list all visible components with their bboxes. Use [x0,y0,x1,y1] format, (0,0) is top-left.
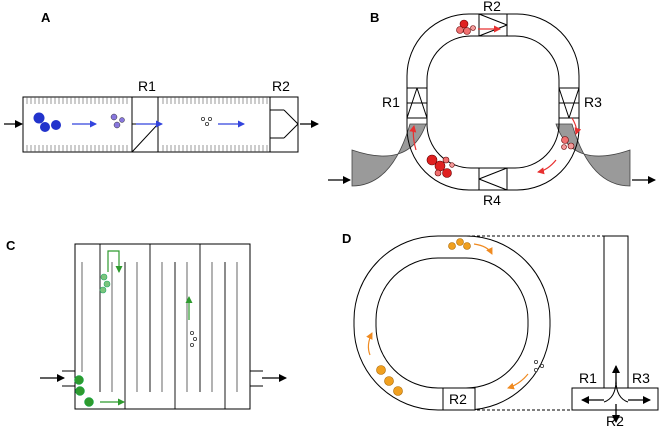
particle [442,168,452,178]
valve-r2-label: R2 [272,78,290,94]
particle-small [200,117,205,122]
particle-small [534,359,539,364]
valve-junction [571,387,659,411]
particle [434,169,442,177]
panel-c-letter: C [6,238,16,253]
particle [99,286,107,294]
valve-r4-label: R4 [483,192,501,208]
feed-tube-right [555,123,631,187]
particle-medium [113,121,121,129]
valve-r1-label: R1 [579,370,597,386]
particle-small [192,336,197,341]
particle [84,397,94,407]
particle [567,142,575,150]
particle-small [540,363,545,368]
valve-r2-loop [442,387,476,411]
particle [448,242,456,250]
valve-r2-label: R2 [483,0,501,14]
valve-r2-loop-label: R2 [449,391,467,407]
particle [442,156,450,164]
valve-r4 [478,167,508,191]
column-ticks [26,97,268,152]
particle-large [51,120,61,130]
particle [376,365,386,375]
ring-inner [426,35,560,169]
panel-a: A R1 R2 [4,10,319,153]
loop-inner [375,257,529,389]
valve-r1-label: R1 [138,78,156,94]
flow-arrow [409,125,417,151]
valve-r2-label: R2 [606,413,624,428]
panel-a-letter: A [41,10,51,25]
flow-arrow [107,250,123,273]
particle [100,273,108,281]
particle-small [189,342,194,347]
particle [74,375,84,385]
particle-medium [119,117,125,123]
valve-r3-label: R3 [584,94,602,110]
panel-d: D R2 R1 R3 R2 [342,231,659,428]
particle [561,144,567,150]
particle [449,162,455,168]
channel-baffles [81,244,238,409]
particle [456,238,464,246]
particle [463,27,471,35]
valve-r1-label: R1 [382,94,400,110]
particle-small [207,117,212,122]
flow-arrow [571,117,582,135]
panel-b-letter: B [370,10,379,25]
particle-small [204,122,209,127]
particle [463,242,471,250]
valve-r2 [478,13,508,37]
particle [561,136,569,144]
particle [426,154,438,166]
particle-large [33,112,45,124]
particle [459,19,469,29]
particle [384,376,394,386]
feed-tube-left [351,123,427,187]
flow-arrow [537,159,557,175]
panel-d-letter: D [342,231,351,246]
flow-arrow [473,243,493,255]
particle [456,26,464,34]
panel-b: B R2 R4 R1 R3 [328,0,656,208]
panel-c: C [6,238,287,410]
particle-medium [110,113,118,121]
particle [434,160,446,172]
valve-r2 [269,96,299,153]
column-block [74,243,251,410]
flow-arrow [507,373,529,390]
loop-outer [353,235,551,411]
particle [103,280,111,288]
particle-large [40,122,50,132]
particle [75,386,85,396]
particle [470,25,476,31]
valve-r3-label: R3 [632,370,650,386]
particle [393,386,403,396]
particle-small [189,330,194,335]
particle-small [534,367,539,372]
flow-arrow [366,332,373,356]
